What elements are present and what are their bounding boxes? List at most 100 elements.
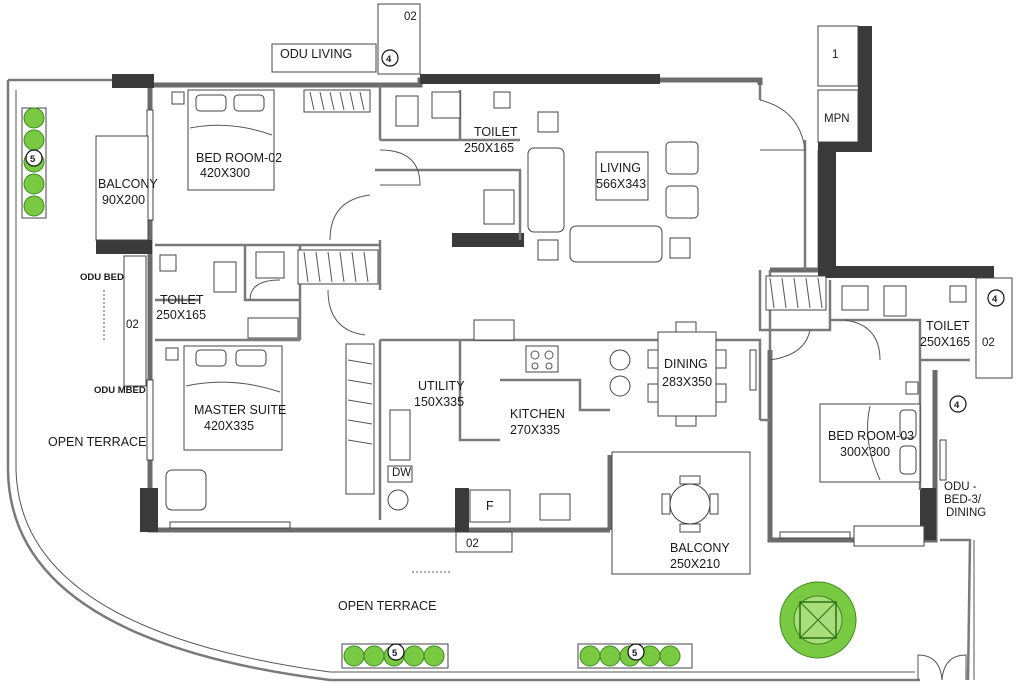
pillow	[235, 349, 267, 367]
column	[818, 140, 872, 152]
column	[420, 74, 660, 84]
shower-icon	[159, 254, 177, 272]
door-bed03-toilet[interactable]	[844, 319, 881, 361]
room-name-bedroom02: BED ROOM-02	[196, 151, 282, 165]
door-toilet1[interactable]	[249, 279, 281, 301]
room-name-living: LIVING	[600, 161, 641, 175]
ac-unit-icon	[171, 91, 185, 105]
armchair	[665, 141, 699, 175]
shower-icon	[949, 285, 967, 303]
odu-bed3-label-3: DINING	[946, 507, 986, 519]
room-name-toilet3: TOILET	[926, 319, 970, 333]
tag-5-bottom-b: 5	[632, 648, 638, 659]
room-size-balcony-left: 90X200	[102, 193, 145, 207]
bed-blanket	[185, 381, 281, 393]
shaft-1-label: 1	[832, 49, 838, 61]
column	[858, 26, 872, 150]
room-size-living: 566X343	[596, 177, 646, 191]
mpn-label: MPN	[824, 113, 850, 125]
odu-bed3-label-2: BED-3/	[944, 494, 982, 506]
balcony-left	[95, 135, 149, 241]
tag-5-left: 5	[30, 154, 36, 165]
sofa-3seater	[527, 147, 565, 233]
room-name-toilet1: TOILET	[160, 293, 204, 307]
pillow	[899, 409, 917, 439]
wc	[213, 261, 237, 293]
room-name-dining: DINING	[664, 357, 708, 371]
tag-4-right-top: 4	[992, 294, 998, 305]
sofa-bottom	[569, 225, 663, 263]
room-name-master: MASTER SUITE	[194, 403, 286, 417]
room-name-toilet2: TOILET	[474, 125, 518, 139]
tag-02-right: 02	[982, 337, 995, 349]
room-size-master: 420X335	[204, 419, 254, 433]
dining-table	[657, 331, 717, 417]
hob	[525, 345, 559, 373]
door-bed02[interactable]	[379, 149, 421, 186]
room-size-kitchen: 270X335	[510, 423, 560, 437]
round-table	[669, 483, 711, 525]
door-bed03[interactable]	[769, 329, 811, 361]
bar-stool	[609, 349, 631, 371]
washbasin	[431, 91, 461, 119]
terrace-inner-line	[15, 90, 975, 680]
side-table	[537, 239, 559, 261]
room-name-bedroom03: BED ROOM-03	[828, 429, 914, 443]
column	[96, 240, 152, 254]
column	[818, 266, 994, 278]
washbasin	[255, 251, 285, 279]
side-table	[537, 111, 559, 133]
pillow	[899, 445, 917, 475]
room-name-utility: UTILITY	[418, 379, 465, 393]
odu-living-label: ODU LIVING	[280, 47, 352, 61]
armchair-master	[165, 469, 207, 511]
pillow	[195, 94, 227, 112]
washing-machine	[387, 489, 409, 511]
shaft-left	[123, 255, 147, 387]
door-living-hall[interactable]	[329, 194, 371, 241]
odu-mbed-label: ODU MBED	[94, 385, 146, 396]
odu-living-box	[271, 43, 377, 73]
column	[112, 74, 154, 88]
dw-label: DW	[392, 467, 411, 479]
odu-bed3-label-1: ODU -	[944, 481, 977, 493]
ac-unit-icon	[905, 381, 919, 395]
tag-5-left-circle	[25, 149, 43, 167]
bed-blanket	[189, 124, 273, 136]
room-size-toilet2: 250X165	[464, 141, 514, 155]
bed-blanket	[867, 405, 881, 481]
dishwasher	[387, 465, 413, 483]
room-name-balcony-bottom: BALCONY	[670, 541, 730, 555]
door-entry[interactable]	[759, 99, 806, 151]
room-name-kitchen: KITCHEN	[510, 407, 565, 421]
door-master[interactable]	[327, 289, 366, 336]
tag-4-right: 4	[954, 400, 960, 411]
room-size-bedroom03: 300X300	[840, 445, 890, 459]
odu-bed2-label: ODU BED-2	[80, 272, 132, 283]
pillow	[233, 94, 265, 112]
tag-4-right-circle	[949, 395, 967, 413]
tag-02-bottom: 02	[466, 538, 479, 550]
room-size-bedroom02: 420X300	[200, 166, 250, 180]
washbasin-hall	[483, 189, 515, 225]
room-size-dining: 283X350	[662, 375, 712, 389]
kitchen-counter-top	[473, 319, 515, 341]
column	[455, 488, 469, 532]
sink-utility	[389, 409, 411, 461]
tag-5-bottom-a: 5	[392, 648, 398, 659]
mpn-shaft	[817, 89, 859, 143]
column	[452, 233, 524, 247]
coffee-table	[595, 151, 649, 201]
fridge-label: F	[486, 499, 494, 513]
tag-4-right-top-circle	[987, 289, 1005, 307]
shaft-1	[817, 25, 859, 87]
column	[818, 150, 836, 270]
sink-kitchen	[539, 493, 571, 521]
tag-02-top: 02	[404, 11, 417, 23]
room-size-utility: 150X335	[414, 395, 464, 409]
open-terrace-bottom: OPEN TERRACE	[338, 599, 436, 613]
terrace-door[interactable]	[917, 654, 967, 681]
pillow	[195, 349, 227, 367]
ac-unit-icon	[165, 347, 179, 361]
